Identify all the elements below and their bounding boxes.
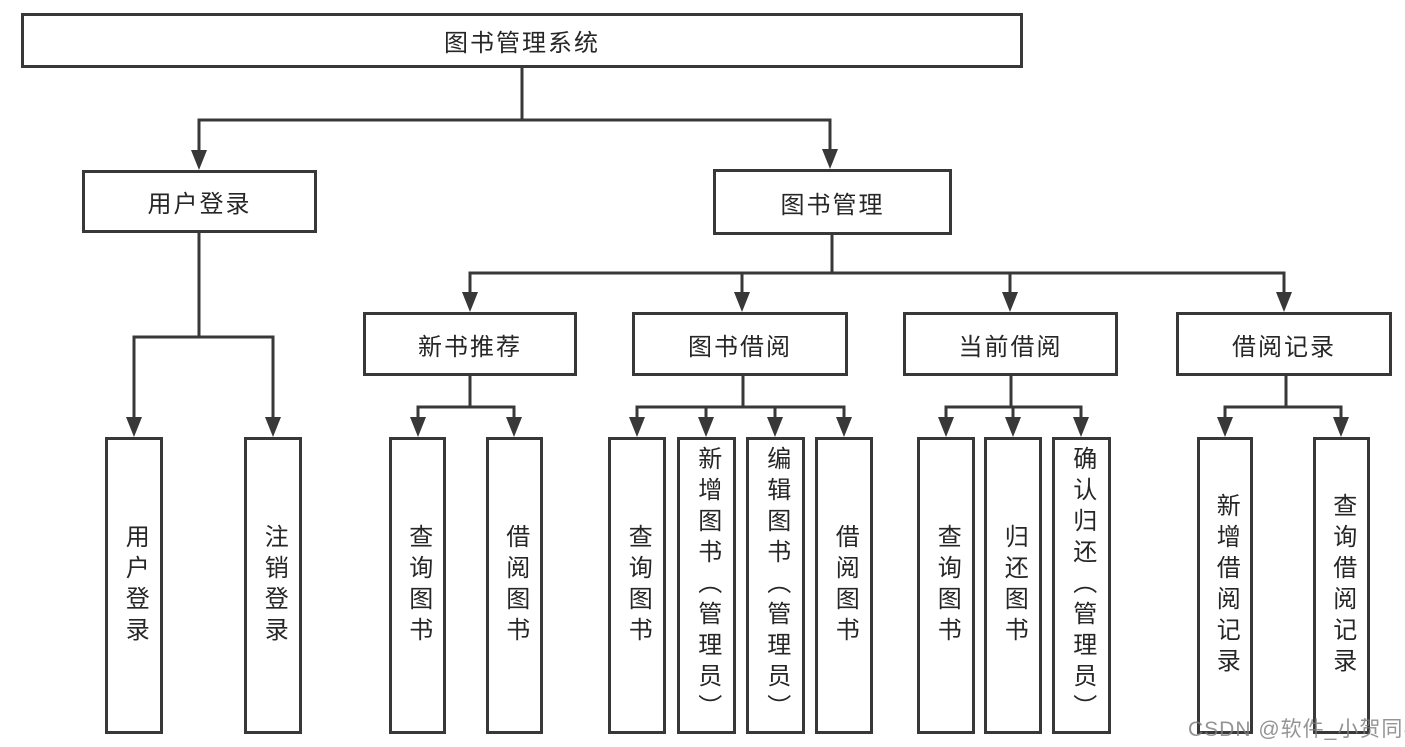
leaf-label: 归还图书 [1000, 523, 1028, 648]
node-book-borrow: 图书借阅 [632, 312, 848, 376]
leaf-label: 借阅图书 [831, 523, 859, 648]
leaf-add-books-admin: 新增图书（管理员） [677, 437, 736, 734]
leaf-query-books-2: 查询图书 [608, 437, 666, 734]
leaf-label: 用户登录 [121, 523, 149, 648]
leaf-label: 新增借阅记录 [1212, 492, 1240, 679]
leaf-label: 确认归还（管理员） [1068, 446, 1096, 725]
leaf-query-books-3: 查询图书 [917, 437, 975, 734]
leaf-label: 新增图书（管理员） [693, 446, 721, 725]
leaf-return-books: 归还图书 [984, 437, 1042, 734]
leaf-logout: 注销登录 [244, 437, 302, 734]
leaf-add-borrow-record: 新增借阅记录 [1197, 437, 1253, 734]
csdn-watermark: CSDN @软件_小贺同学 [1188, 718, 1405, 741]
leaf-confirm-return-admin: 确认归还（管理员） [1052, 437, 1111, 734]
node-new-book-recommend: 新书推荐 [363, 312, 577, 376]
leaf-borrow-books-2: 借阅图书 [815, 437, 873, 734]
leaf-borrow-books-1: 借阅图书 [486, 437, 543, 734]
leaf-label: 编辑图书（管理员） [762, 446, 790, 725]
node-user-login: 用户登录 [82, 170, 317, 233]
leaf-query-borrow-record: 查询借阅记录 [1313, 437, 1370, 734]
leaf-label: 查询借阅记录 [1328, 492, 1356, 679]
leaf-label: 借阅图书 [501, 523, 529, 648]
node-current-borrow: 当前借阅 [903, 312, 1118, 376]
leaf-label: 查询图书 [933, 523, 961, 648]
node-borrow-records: 借阅记录 [1176, 312, 1392, 376]
leaf-label: 查询图书 [624, 523, 652, 648]
leaf-user-login: 用户登录 [105, 437, 163, 734]
node-book-management: 图书管理 [713, 169, 952, 235]
leaf-query-books-1: 查询图书 [389, 437, 446, 734]
node-library-management-system: 图书管理系统 [21, 13, 1023, 68]
leaf-edit-books-admin: 编辑图书（管理员） [746, 437, 805, 734]
connectors [126, 66, 1349, 437]
leaf-label: 注销登录 [260, 523, 288, 648]
leaf-label: 查询图书 [404, 523, 432, 648]
